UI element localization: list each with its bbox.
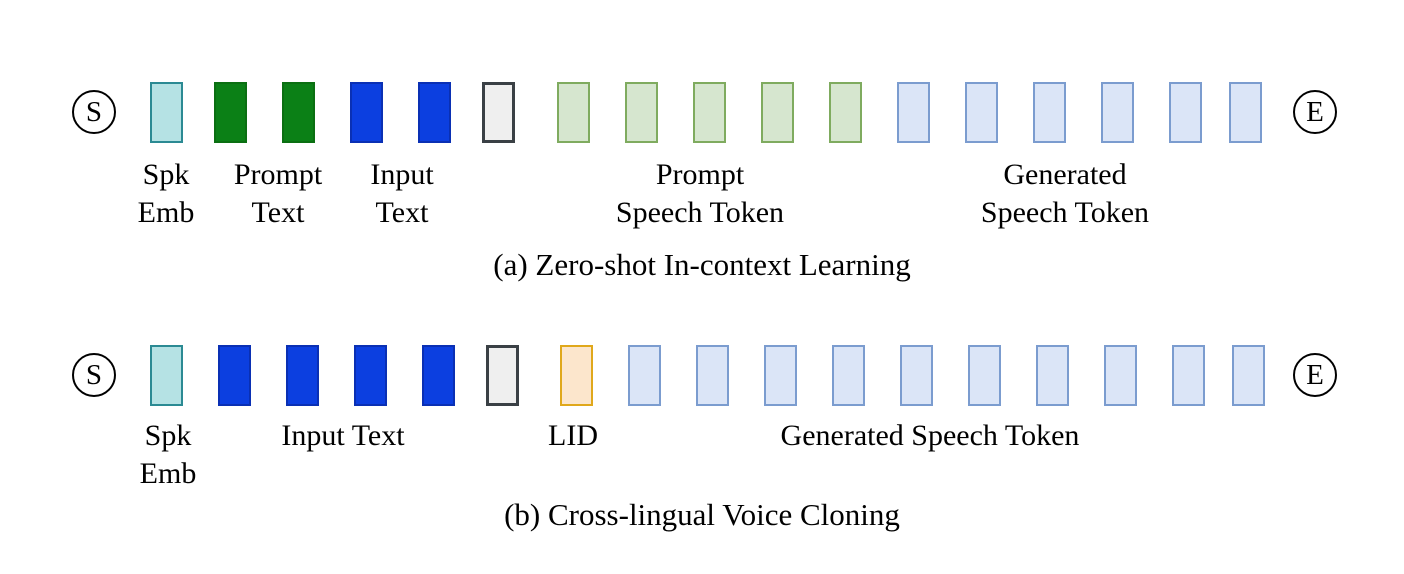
input-text-block-1: [350, 82, 383, 143]
input-text-block-3: [354, 345, 387, 406]
input-text-block-2: [418, 82, 451, 143]
input-text-block-2: [286, 345, 319, 406]
label-generated-speech: Generated Speech Token: [980, 158, 1150, 230]
generated-speech-block-2: [696, 345, 729, 406]
input-text-block-1: [218, 345, 251, 406]
label-input-text: Input Text: [281, 419, 405, 452]
panel-zero-shot-in-context-learning: S E Spk Emb Prompt Text Input Text Prompt S…: [0, 60, 1404, 300]
generated-speech-block-9: [1172, 345, 1205, 406]
label-spk-emb: Spk Emb: [137, 158, 195, 230]
generated-speech-block-3: [764, 345, 797, 406]
generated-speech-block-4: [832, 345, 865, 406]
input-text-block-4: [422, 345, 455, 406]
subfigure-caption-b: (b) Cross-lingual Voice Cloning: [504, 497, 900, 532]
prompt-text-block-1: [214, 82, 247, 143]
generated-speech-block-6: [1229, 82, 1262, 143]
panel-cross-lingual-voice-cloning: S E Spk Emb Input Text LID Generated Speech…: [0, 325, 1404, 570]
prompt-speech-block-4: [761, 82, 794, 143]
spk-emb-block: [150, 345, 183, 406]
generated-speech-block-7: [1036, 345, 1069, 406]
spk-emb-block: [150, 82, 183, 143]
end-token-circle: E: [1293, 90, 1337, 134]
label-input-text: Input Text: [370, 158, 434, 230]
prompt-speech-block-3: [693, 82, 726, 143]
prompt-text-block-2: [282, 82, 315, 143]
generated-speech-block-1: [628, 345, 661, 406]
generated-speech-block-8: [1104, 345, 1137, 406]
subfigure-caption-a: (a) Zero-shot In-context Learning: [493, 247, 911, 282]
prompt-speech-block-2: [625, 82, 658, 143]
generated-speech-block-6: [968, 345, 1001, 406]
lid-block: [560, 345, 593, 406]
prompt-speech-block-1: [557, 82, 590, 143]
generated-speech-block-5: [1169, 82, 1202, 143]
generated-speech-block-5: [900, 345, 933, 406]
label-spk-emb: Spk Emb: [139, 419, 197, 491]
generated-speech-block-3: [1033, 82, 1066, 143]
label-lid: LID: [548, 419, 598, 452]
label-generated-speech: Generated Speech Token: [780, 419, 1080, 452]
end-token-circle: E: [1293, 353, 1337, 397]
generated-speech-block-1: [897, 82, 930, 143]
generated-speech-block-4: [1101, 82, 1134, 143]
generated-speech-block-10: [1232, 345, 1265, 406]
start-token-circle: S: [72, 90, 116, 134]
separator-block: [486, 345, 519, 406]
start-token-circle: S: [72, 353, 116, 397]
separator-block: [482, 82, 515, 143]
label-prompt-speech: Prompt Speech Token: [615, 158, 785, 230]
label-prompt-text: Prompt Text: [233, 158, 323, 230]
generated-speech-block-2: [965, 82, 998, 143]
prompt-speech-block-5: [829, 82, 862, 143]
